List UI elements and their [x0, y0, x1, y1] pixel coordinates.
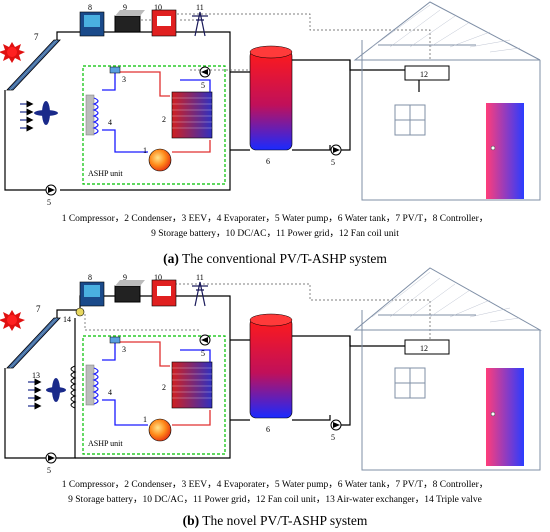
legend-b-line2: 9 Storage battery，10 DC/AC，11 Power grid… [68, 495, 482, 505]
fan-icon [34, 101, 58, 125]
water-pipes [4, 31, 420, 191]
fan-coil-unit [404, 339, 450, 355]
evaporator-coil [85, 94, 99, 136]
label-7: 7 [34, 32, 39, 42]
door-knob [490, 411, 496, 417]
water-pump [45, 452, 57, 464]
label-4: 4 [108, 118, 112, 127]
label-5b: 5 [201, 349, 205, 358]
triple-valve [75, 307, 85, 317]
water-pump [330, 144, 342, 156]
air-flow-arrows [20, 100, 34, 132]
sun-icon [0, 310, 25, 331]
water-pump [199, 66, 211, 78]
pvt-panel [6, 39, 61, 91]
caption-a: (a) The conventional PV/T-ASHP system [0, 251, 550, 267]
label-6: 6 [266, 425, 270, 434]
pvt-panel [6, 317, 61, 369]
label-10: 10 [154, 273, 162, 282]
water-pump [45, 184, 57, 196]
water-pump [199, 334, 211, 346]
label-5a: 5 [47, 198, 51, 207]
ashp-unit-border [82, 335, 226, 455]
condenser-coil [171, 91, 213, 139]
label-12: 12 [420, 344, 428, 353]
water-pump [330, 419, 342, 431]
label-3: 3 [122, 345, 126, 354]
water-tank [249, 45, 293, 151]
power-grid-icon [192, 281, 208, 307]
compressor [148, 148, 172, 172]
house [353, 1, 541, 201]
label-2: 2 [162, 383, 166, 392]
caption-b: (b) The novel PV/T-ASHP system [0, 513, 550, 529]
dcac-inverter-icon [151, 279, 177, 307]
storage-battery-icon [114, 280, 145, 303]
panel-b: 7 14 ASHP unit [0, 267, 542, 475]
label-8: 8 [88, 3, 92, 12]
house-door [486, 103, 524, 199]
label-4: 4 [108, 388, 112, 397]
ashp-unit-label: ASHP unit [88, 169, 123, 178]
label-12: 12 [420, 70, 428, 79]
ashp-unit-label: ASHP unit [88, 439, 123, 448]
label-3: 3 [122, 75, 126, 84]
eev-valve [109, 66, 121, 74]
dcac-inverter-icon [151, 9, 177, 37]
label-5a: 5 [47, 466, 51, 475]
condenser-coil [171, 361, 213, 409]
air-water-exchanger [70, 365, 77, 409]
house-roof-hatch [371, 271, 521, 323]
door-knob [490, 145, 496, 151]
caption-a-text: The conventional PV/T-ASHP system [178, 251, 387, 266]
eev-valve [109, 336, 121, 344]
label-8: 8 [88, 273, 92, 282]
label-9: 9 [123, 3, 127, 12]
label-1: 1 [143, 146, 147, 155]
house [353, 267, 542, 471]
label-5c: 5 [331, 433, 335, 442]
legend-a-line1: 1 Compressor，2 Condenser，3 EEV，4 Evapora… [61, 214, 489, 224]
label-11: 11 [196, 273, 204, 282]
house-roof-hatch [371, 4, 521, 53]
power-grid-icon [192, 11, 208, 37]
fan-icon [46, 378, 66, 402]
label-7: 7 [36, 304, 41, 314]
storage-battery-icon [114, 10, 145, 33]
air-flow-arrows [28, 378, 42, 410]
label-6: 6 [266, 157, 270, 166]
refrigerant-loop [102, 341, 211, 426]
caption-b-letter: (b) [182, 513, 200, 528]
panel-a: 7 ASHP unit [0, 1, 541, 207]
label-5c: 5 [331, 158, 335, 167]
label-9: 9 [123, 273, 127, 282]
ashp-unit-border [82, 65, 226, 185]
water-pipes [4, 295, 405, 459]
label-1: 1 [143, 415, 147, 424]
evaporator-coil [85, 364, 99, 406]
fan-coil-unit [404, 65, 450, 81]
sun-icon [0, 42, 25, 63]
compressor [148, 418, 172, 442]
label-5b: 5 [201, 81, 205, 90]
house-door [486, 368, 524, 466]
caption-b-text: The novel PV/T-ASHP system [199, 513, 368, 528]
refrigerant-loop [102, 71, 211, 153]
label-13: 13 [32, 371, 40, 380]
legend-b-line1: 1 Compressor，2 Condenser，3 EEV，4 Evapora… [61, 480, 489, 490]
label-14: 14 [63, 315, 71, 324]
label-10: 10 [154, 3, 162, 12]
label-2: 2 [162, 115, 166, 124]
controller-icon [79, 11, 105, 37]
legend-a-line2: 9 Storage battery，10 DC/AC，11 Power grid… [151, 229, 399, 239]
caption-a-letter: (a) [163, 251, 179, 266]
water-tank [249, 313, 293, 419]
controller-icon [79, 281, 105, 307]
label-11: 11 [196, 3, 204, 12]
